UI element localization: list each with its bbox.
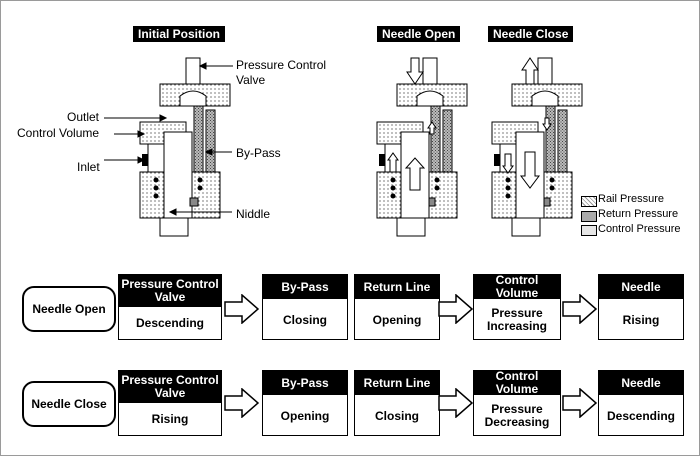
step-state: Rising bbox=[151, 412, 189, 426]
step-title: By-Pass bbox=[263, 371, 347, 395]
step-state: Opening bbox=[372, 312, 422, 327]
header-needle-open: Needle Open bbox=[377, 26, 461, 42]
flow2-step-pcv: Pressure Control Valve Rising bbox=[118, 370, 222, 436]
step-state: Closing bbox=[283, 312, 327, 327]
step-state: Rising bbox=[622, 312, 660, 327]
injector-initial bbox=[139, 57, 231, 237]
flow1-step-control-volume: Control Volume Pressure Increasing bbox=[473, 274, 561, 340]
legend-swatch-return bbox=[581, 211, 597, 222]
label-niddle: Niddle bbox=[236, 207, 271, 221]
flow1-arrow-3-icon bbox=[562, 294, 598, 324]
label-control-volume: Control Volume bbox=[17, 126, 100, 140]
flow1-arrow-2-icon bbox=[438, 294, 474, 324]
legend-swatch-control bbox=[581, 225, 597, 236]
step-title: Pressure Control Valve bbox=[119, 371, 221, 403]
injector-needle-open bbox=[376, 57, 468, 237]
flow-title-needle-close: Needle Close bbox=[22, 381, 116, 427]
step-state: Closing bbox=[375, 408, 419, 423]
flow2-step-needle: Needle Descending bbox=[598, 370, 684, 436]
step-title: Needle bbox=[599, 275, 683, 299]
legend-return-pressure: Return Pressure bbox=[598, 208, 679, 220]
flow1-step-bypass: By-Pass Closing bbox=[262, 274, 348, 340]
step-state: Descending bbox=[135, 316, 204, 330]
legend-control-pressure: Control Pressure bbox=[598, 223, 681, 235]
flow2-step-return-line: Return Line Closing bbox=[354, 370, 440, 436]
step-state: Pressure Decreasing bbox=[484, 402, 550, 429]
label-outlet: Outlet bbox=[67, 110, 100, 124]
step-title: Return Line bbox=[355, 371, 439, 395]
injector-drawings bbox=[104, 57, 583, 237]
flow1-step-pcv: Pressure Control Valve Descending bbox=[118, 274, 222, 340]
legend-swatch-rail bbox=[581, 196, 597, 207]
step-title: Needle bbox=[599, 371, 683, 395]
flow-title-needle-open: Needle Open bbox=[22, 286, 116, 332]
step-title: Pressure Control Valve bbox=[119, 275, 221, 307]
header-needle-close: Needle Close bbox=[488, 26, 574, 42]
label-by-pass: By-Pass bbox=[236, 146, 281, 160]
step-state: Pressure Increasing bbox=[486, 306, 548, 333]
step-title: Control Volume bbox=[474, 275, 560, 299]
step-state: Descending bbox=[606, 408, 675, 423]
flow1-step-needle: Needle Rising bbox=[598, 274, 684, 340]
label-inlet: Inlet bbox=[77, 160, 100, 174]
step-state: Opening bbox=[280, 408, 330, 423]
flow2-step-control-volume: Control Volume Pressure Decreasing bbox=[473, 370, 561, 436]
flow2-step-bypass: By-Pass Opening bbox=[262, 370, 348, 436]
step-title: By-Pass bbox=[263, 275, 347, 299]
flow2-arrow-3-icon bbox=[562, 388, 598, 418]
flow2-arrow-2-icon bbox=[438, 388, 474, 418]
step-title: Return Line bbox=[355, 275, 439, 299]
header-initial-position: Initial Position bbox=[133, 26, 226, 42]
flow1-arrow-1-icon bbox=[224, 294, 260, 324]
legend-rail-pressure: Rail Pressure bbox=[598, 193, 665, 205]
flow1-step-return-line: Return Line Opening bbox=[354, 274, 440, 340]
flow2-arrow-1-icon bbox=[224, 388, 260, 418]
label-pressure-control-valve: Pressure Control Valve bbox=[236, 58, 327, 87]
step-title: Control Volume bbox=[474, 371, 560, 395]
injector-needle-close bbox=[491, 57, 583, 237]
